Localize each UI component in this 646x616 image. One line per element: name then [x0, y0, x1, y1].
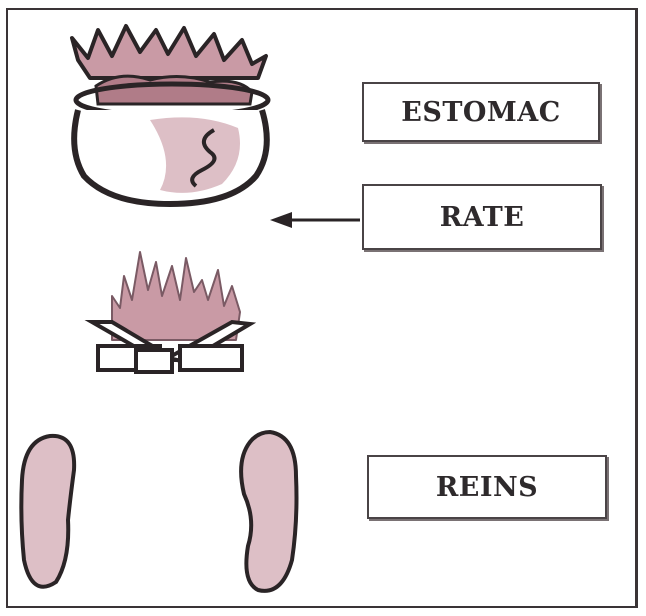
fire-icon: [92, 252, 250, 372]
arrow-left-icon: [270, 212, 360, 228]
kidney-icon: [21, 436, 74, 587]
pot-contents: [96, 76, 252, 104]
label-reins-text: REINS: [436, 472, 538, 503]
cooking-pot-icon: [72, 26, 268, 204]
kidney-right: [241, 432, 296, 591]
label-reins: REINS: [367, 455, 607, 519]
label-rate-text: RATE: [440, 202, 525, 233]
pot-flames: [72, 26, 266, 78]
kidney-icon: [241, 432, 296, 591]
label-estomac: ESTOMAC: [362, 82, 600, 142]
kidney-left: [21, 436, 74, 587]
label-estomac-text: ESTOMAC: [401, 97, 561, 128]
fire-log: [180, 346, 242, 370]
label-rate: RATE: [362, 184, 602, 250]
fire-log: [136, 350, 172, 372]
